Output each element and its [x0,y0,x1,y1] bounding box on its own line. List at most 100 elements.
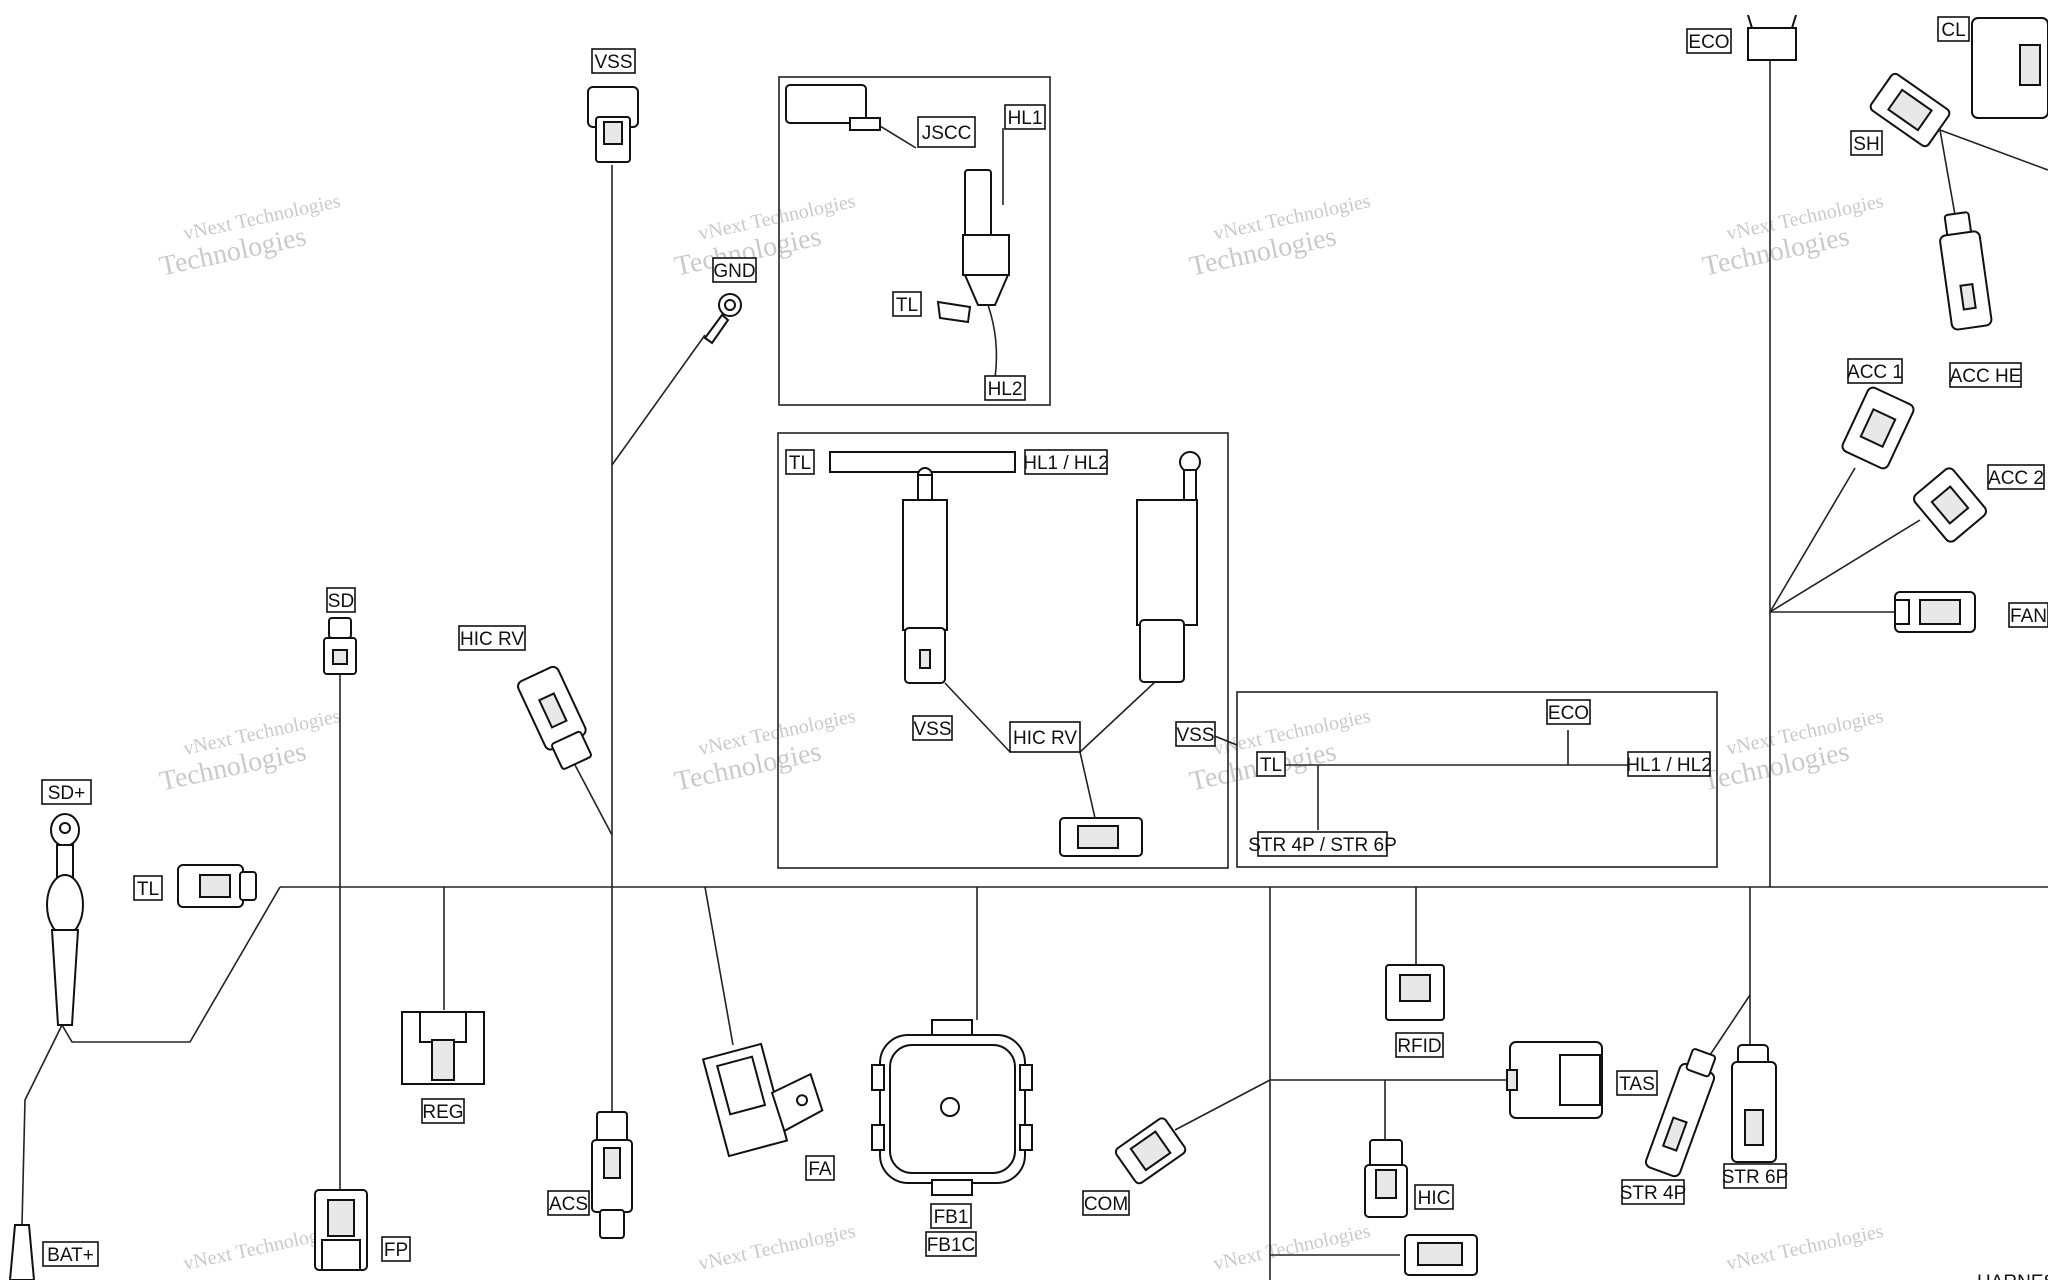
label-text: ACS [549,1194,588,1215]
watermark-text: vNext Technologies [696,1220,857,1275]
str6p-connector-icon [1731,1044,1777,1163]
label-hic: HIC [1414,1184,1454,1210]
label-text: VSS [594,52,632,73]
label-sd-plus: SD+ [41,779,92,805]
label-text: REG [422,1102,463,1123]
label-tl-left: TL [133,875,163,901]
label-text: HL1 / HL2 [1023,453,1109,474]
label-str-4p-6p: STR 4P / STR 6P [1248,831,1397,857]
label-text: SH [1853,134,1879,155]
rfid-connector-icon [1385,964,1445,1021]
label-sh: SH [1850,130,1883,156]
label-text: CL [1941,20,1965,41]
bottom-connector-icon [1404,1234,1478,1276]
label-text: GND [713,261,755,282]
sh-connector-icon [1869,72,1951,148]
label-text: COM [1084,1194,1128,1215]
label-text: HL2 [988,379,1023,400]
sd-plus-terminal-icon [46,813,84,1026]
label-vss-inset-left: VSS [912,715,953,741]
label-text: VSS [1176,725,1214,746]
label-cl: CL [1937,16,1970,42]
cl-connector-icon [1971,17,2048,119]
label-text: TL [1260,755,1282,776]
label-fb1: FB1 [930,1203,972,1229]
label-jscc: JSCC [917,116,976,148]
fan-connector-icon [1894,591,1976,633]
label-sd: SD [326,587,356,613]
sh-cl-wire [1939,129,2048,171]
label-eco-top: ECO [1686,28,1732,54]
label-hl1: HL1 [1004,104,1046,130]
inset-detail-hl1-hl2 [778,76,1051,406]
bat-plus-wire [21,1024,63,1226]
label-hl1-hl2-b: HL1 / HL2 [1626,751,1712,777]
fb1-fuse-box-icon [871,1019,1033,1196]
label-hic-rv: HIC RV [458,625,526,651]
watermark-text: vNext Technologies [1724,1220,1885,1275]
label-eco-inset: ECO [1546,699,1591,725]
label-fp: FP [381,1236,411,1262]
str4p-connector-icon [1644,1048,1717,1178]
label-com: COM [1082,1190,1130,1216]
label-tas: TAS [1616,1070,1658,1096]
hic-connector-icon [1364,1139,1408,1218]
labels: VSS GND JSCC HL1 TL HL2 ECO CL SH ACC 1 … [41,16,2048,1267]
inset-detail-vss-hic-rv [777,432,1229,869]
label-text: TL [137,879,159,900]
label-text: STR 6P [1722,1167,1789,1188]
label-text: BAT+ [47,1245,94,1266]
label-text: HL1 [1008,108,1043,129]
label-rfid: RFID [1395,1032,1444,1058]
label-text: STR 4P [1620,1183,1687,1204]
bat-plus-terminal-icon [8,1224,36,1280]
label-text: STR 4P / STR 6P [1248,835,1397,856]
label-text: ECO [1688,32,1729,53]
label-str4p: STR 4P [1620,1179,1687,1205]
connectors [8,14,2048,1280]
vss-connector-icon [587,86,639,163]
label-text: HIC RV [1013,728,1077,749]
acc-he-wire [1939,129,1956,216]
sd-connector-icon [323,617,357,675]
acc1-connector-icon [1841,386,1915,470]
harness-caption-cut: HARNESS [1977,1272,2048,1280]
label-text: FB1C [927,1235,976,1256]
gnd-branch-wire [611,334,706,466]
label-text: HIC [1418,1188,1451,1209]
com-branch-wire [1174,1079,1271,1131]
eco-connector-icon [1747,14,1797,61]
label-text: SD [328,591,354,612]
label-acs: ACS [547,1190,590,1216]
tl-connector-icon [177,864,257,908]
label-text: HIC RV [460,629,524,650]
label-fb1c: FB1C [925,1231,977,1257]
acc2-branch-wire [1769,519,1921,613]
label-text: FA [808,1159,832,1180]
label-hl2: HL2 [984,375,1026,401]
acc-he-connector-icon [1939,211,1993,331]
inset-detail-eco-str [1211,691,1718,868]
label-fan: FAN [2008,602,2048,628]
label-bat-plus: BAT+ [42,1241,99,1267]
label-reg: REG [421,1098,465,1124]
gnd-ring-terminal-icon [703,293,742,345]
com-connector-icon [1114,1117,1187,1185]
label-text: ACC HE [1950,366,2022,387]
label-hic-rv-inset: HIC RV [1009,721,1081,753]
label-text: TL [896,295,918,316]
label-text: RFID [1397,1036,1441,1057]
label-acc2: ACC 2 [1987,464,2045,490]
acs-connector-icon [591,1111,633,1239]
acc1-branch-wire [1769,467,1856,613]
fp-connector-icon [314,1189,368,1271]
label-gnd: GND [712,257,757,283]
label-text: TAS [1619,1074,1655,1095]
label-tl-inset2: TL [785,449,815,475]
label-text: FB1 [934,1207,969,1228]
label-text: VSS [913,719,951,740]
label-text: JSCC [922,123,972,144]
label-str6p: STR 6P [1722,1163,1789,1189]
label-text: HL1 / HL2 [1626,755,1712,776]
